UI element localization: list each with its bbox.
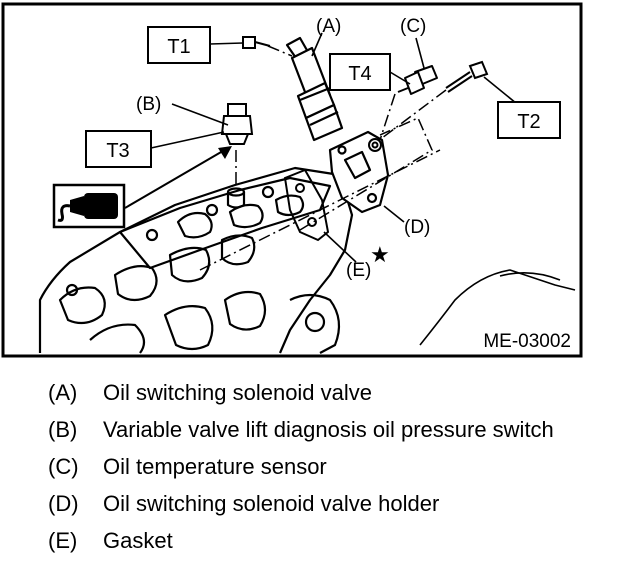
diagram-frame (1, 2, 583, 358)
callout-e: (E) (346, 260, 371, 281)
legend-key: (D) (48, 491, 79, 516)
legend-key: (A) (48, 380, 78, 405)
torque-label-t4: T4 (348, 63, 371, 85)
legend-item: (E) Gasket (48, 528, 628, 565)
torque-label-t3: T3 (106, 140, 129, 162)
callout-c: (C) (400, 16, 426, 37)
assembly-centerlines (199, 45, 447, 271)
legend-item: (D) Oil switching solenoid valve holder (48, 491, 628, 528)
legend-item: (A) Oil switching solenoid valve (48, 380, 628, 417)
torque-label-t2: T2 (517, 111, 540, 133)
callout-b: (B) (136, 94, 161, 115)
parts-legend: (A) Oil switching solenoid valve (B) Var… (48, 380, 628, 565)
torque-box-t1: T1 (147, 26, 211, 64)
legend-item: (B) Variable valve lift diagnosis oil pr… (48, 417, 628, 454)
torque-label-t1: T1 (167, 36, 190, 58)
legend-item: (C) Oil temperature sensor (48, 454, 628, 491)
legend-text: Variable valve lift diagnosis oil pressu… (103, 417, 554, 442)
bolt-lower-drawing (368, 138, 382, 152)
pressure-switch-drawing (220, 103, 254, 145)
bolt-t2-drawing (445, 60, 489, 93)
legend-text: Oil switching solenoid valve holder (103, 491, 440, 516)
gasket-drawing (283, 168, 330, 242)
bolt-t1-drawing (242, 36, 271, 49)
callout-d: (D) (404, 217, 430, 238)
figure-code: ME-03002 (483, 331, 571, 352)
exploded-view-diagram: T1 T4 T3 T2 (A) (C) (B) (D) (E) ★ ME-030… (1, 2, 583, 358)
legend-text: Oil switching solenoid valve (103, 380, 373, 405)
solenoid-valve-drawing (285, 36, 344, 142)
liquid-gasket-icon (52, 183, 126, 229)
legend-key: (C) (48, 454, 79, 479)
torque-box-t4: T4 (329, 53, 391, 91)
torque-box-t3: T3 (85, 130, 152, 168)
torque-box-t2: T2 (497, 101, 561, 139)
solenoid-holder-drawing (328, 130, 390, 214)
star-mark: ★ (370, 242, 390, 267)
callout-a: (A) (316, 16, 341, 37)
legend-text: Gasket (103, 528, 173, 553)
oil-temperature-sensor-drawing (397, 65, 438, 95)
legend-key: (E) (48, 528, 78, 553)
cylinder-head-drawing (38, 166, 576, 354)
sealant-pointer (124, 146, 232, 209)
legend-key: (B) (48, 417, 78, 442)
legend-text: Oil temperature sensor (103, 454, 327, 479)
